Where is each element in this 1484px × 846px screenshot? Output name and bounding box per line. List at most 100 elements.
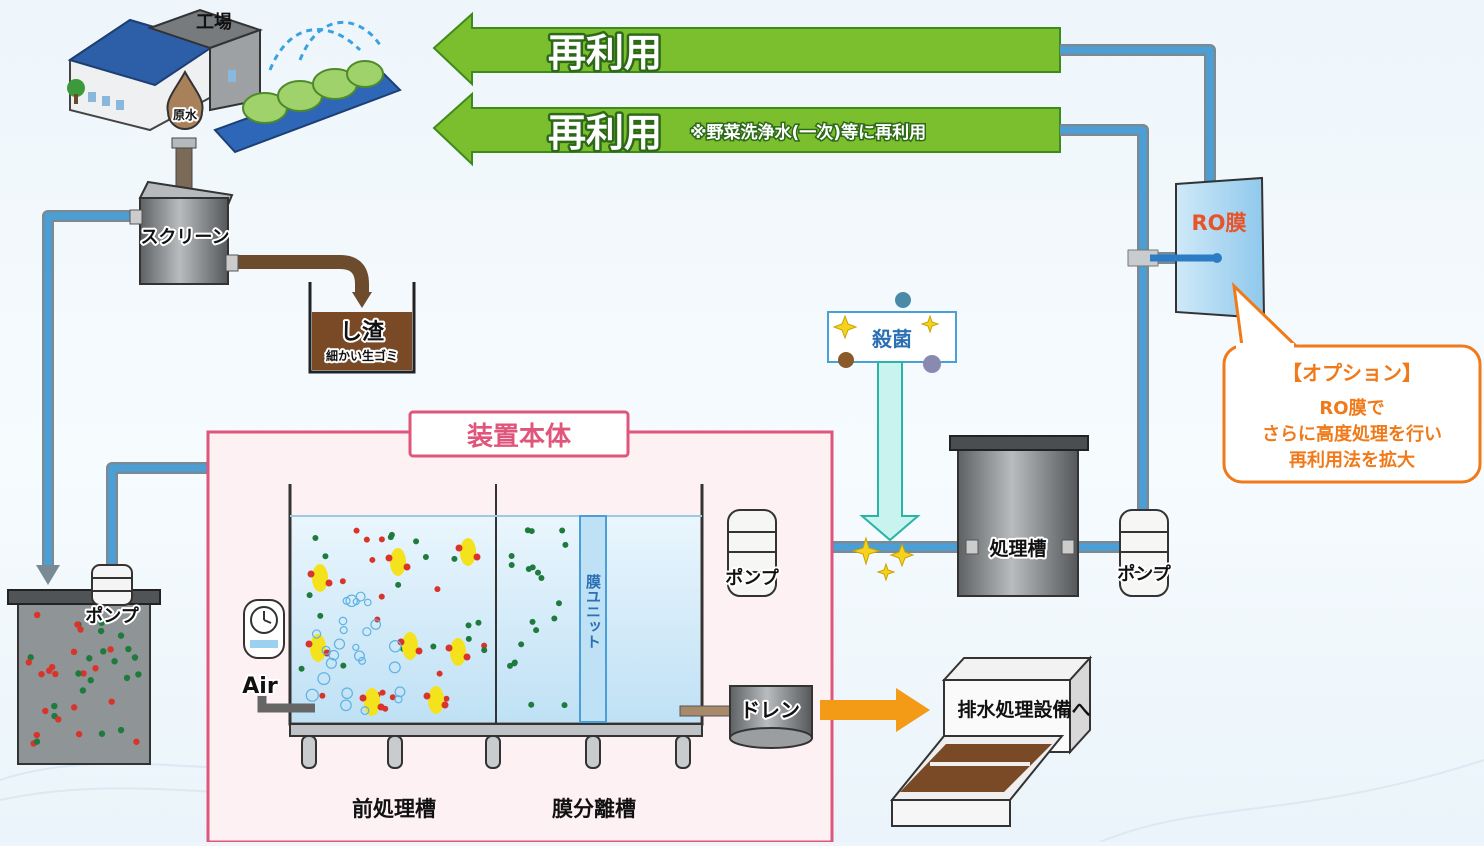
air-bubble <box>352 643 360 651</box>
air-bubble <box>362 627 372 637</box>
particle <box>38 670 45 678</box>
particle <box>305 640 313 648</box>
particle <box>445 644 453 652</box>
particle <box>559 527 566 534</box>
air-bubble <box>321 645 331 655</box>
air-bubble <box>341 687 353 700</box>
treatment-tanks: 膜ユニット 前処理槽 膜分離槽 <box>288 484 704 821</box>
particle <box>451 555 458 562</box>
particle <box>389 694 396 701</box>
particle <box>377 703 385 711</box>
particle <box>538 575 545 582</box>
particle <box>379 689 386 696</box>
option-line-2: さらに高度処理を行い <box>1262 423 1442 445</box>
air-bubble <box>311 629 322 639</box>
raw-water-label: 原水 <box>173 107 198 122</box>
particle <box>436 670 443 677</box>
particle <box>322 553 329 560</box>
raw-water-tank: ポンプ <box>7 564 161 765</box>
screen-unit: スクリーン <box>129 180 372 308</box>
particle <box>413 538 420 545</box>
particle <box>42 707 49 715</box>
particle <box>340 662 347 669</box>
sterilization-label: 殺菌 <box>871 327 912 351</box>
particle <box>117 726 125 734</box>
reuse-arrow-2: 再利用 ※野菜洗浄水(一次)等に再利用 <box>432 91 1061 167</box>
particle <box>423 692 431 700</box>
particle <box>475 619 482 626</box>
option-line-3: 再利用法を拡大 <box>1289 449 1415 471</box>
air-bubble <box>338 616 348 626</box>
particle <box>133 738 140 745</box>
pump-label-1: ポンプ <box>85 605 139 627</box>
particle <box>385 554 393 562</box>
particle <box>33 731 40 739</box>
particle <box>317 612 324 619</box>
residue-bin: し渣 細かい生ゴミ <box>308 282 416 374</box>
particle <box>123 674 131 682</box>
particle <box>100 648 107 655</box>
pump-1: ポンプ <box>83 564 142 629</box>
ro-membrane: RO膜 <box>1150 176 1266 320</box>
option-callout: 【オプション】 RO膜で さらに高度処理を行い 再利用法を拡大 <box>1222 281 1482 484</box>
particle <box>86 655 93 662</box>
raw-water-pipe <box>171 137 197 191</box>
air-bubble <box>360 706 370 716</box>
particle <box>395 581 402 588</box>
particle <box>92 665 99 672</box>
air-bubble <box>388 661 401 674</box>
particle <box>508 561 515 568</box>
factory-label: 工場 <box>196 12 232 33</box>
particle <box>363 536 370 543</box>
particle <box>534 569 541 576</box>
reuse-note: ※野菜洗浄水(一次)等に再利用 <box>690 122 926 143</box>
particle <box>87 677 94 684</box>
air-bubble <box>370 619 382 630</box>
oil-particle <box>460 538 476 566</box>
particle <box>298 665 305 672</box>
wastewater-facility: 排水処理設備へ <box>889 655 1093 827</box>
particle <box>75 730 83 738</box>
air-bubble <box>340 699 352 712</box>
particle <box>562 541 569 548</box>
particle <box>135 671 142 678</box>
particle <box>473 553 481 561</box>
particle <box>339 578 346 585</box>
drain: ドレン <box>679 685 930 749</box>
particle <box>55 716 62 723</box>
particle <box>378 536 385 543</box>
factory: 原水 工場 <box>67 8 402 154</box>
particle <box>77 626 84 633</box>
air-bubble <box>317 672 331 686</box>
particle <box>555 600 562 607</box>
particle <box>33 611 41 619</box>
particle <box>463 653 471 661</box>
particle <box>48 663 56 671</box>
air-bubble <box>345 594 358 608</box>
particle <box>528 528 535 535</box>
particle <box>465 635 472 642</box>
air-label: Air <box>242 674 278 699</box>
air-bubble <box>352 598 360 606</box>
particle <box>70 704 78 711</box>
pump-3: ポンプ <box>1115 509 1174 597</box>
air-bubble <box>333 638 346 650</box>
air-bubble <box>354 650 365 662</box>
particle <box>52 670 59 678</box>
residue-subtitle: 細かい生ゴミ <box>326 348 398 363</box>
option-title: 【オプション】 <box>1282 361 1422 385</box>
air-blower: Air <box>240 599 315 713</box>
air-bubble <box>394 695 403 704</box>
pump-label-3: ポンプ <box>1117 563 1171 585</box>
particle <box>422 554 429 561</box>
particle <box>529 618 536 625</box>
particle <box>415 647 423 655</box>
main-unit-title: 装置本体 <box>467 422 572 452</box>
screen-label: スクリーン <box>140 227 229 248</box>
air-bubble <box>355 591 366 602</box>
treatment-tank: 処理槽 <box>949 435 1089 597</box>
particle <box>25 659 32 666</box>
reuse-arrow-1: 再利用 <box>432 11 1061 87</box>
pump-label-2: ポンプ <box>725 567 779 589</box>
particle <box>551 615 558 622</box>
